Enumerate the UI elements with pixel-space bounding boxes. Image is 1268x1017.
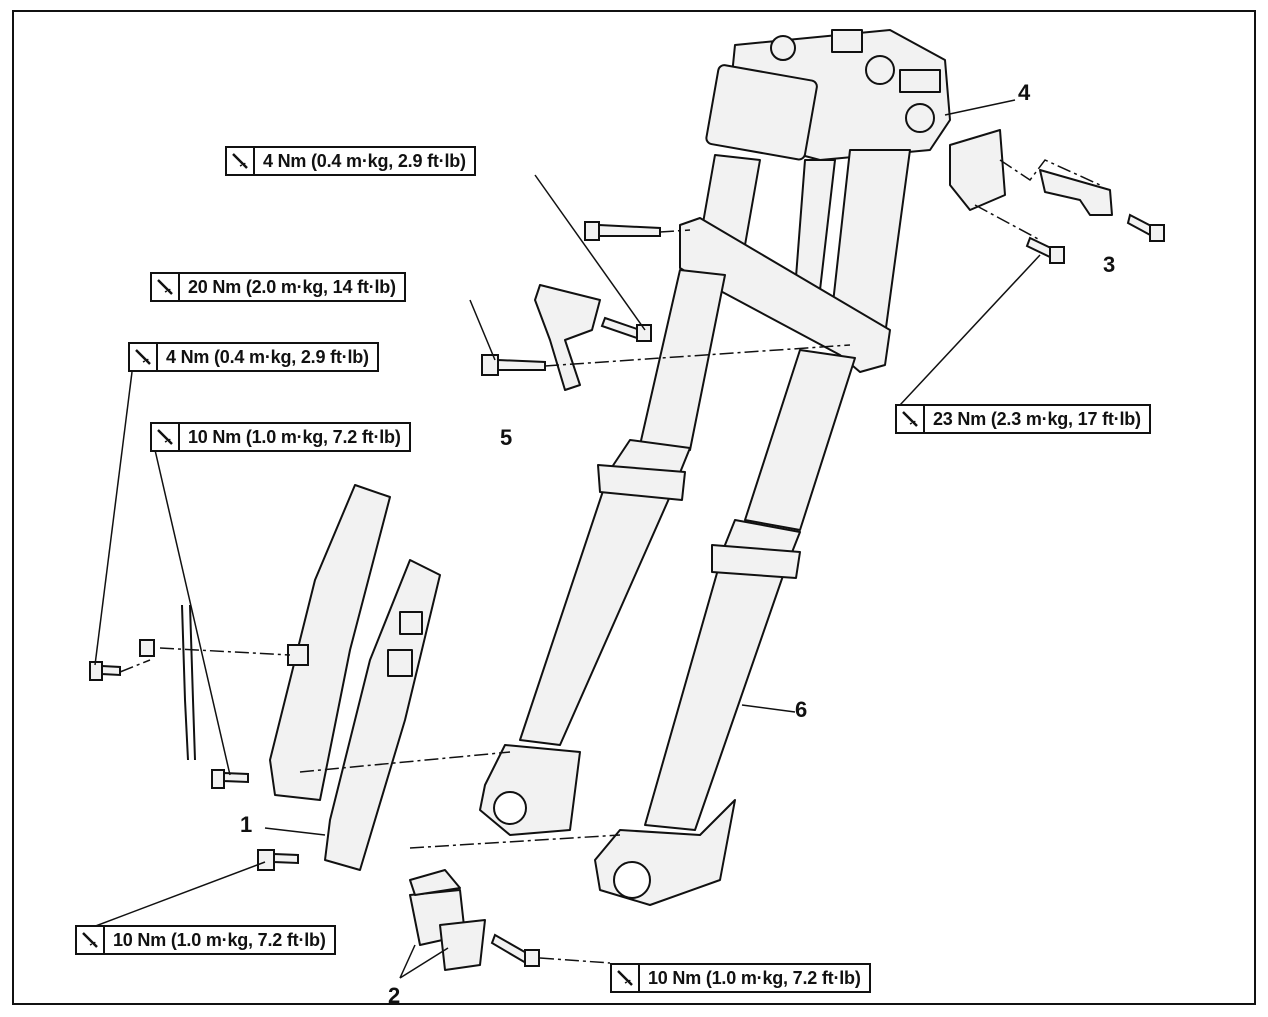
torque-label-10nm-guard: 10 Nm (1.0 m·kg, 7.2 ft·lb) bbox=[150, 422, 411, 452]
left-fork-leg bbox=[744, 349, 856, 531]
right-axle-bracket bbox=[479, 744, 581, 836]
part-number-5: 5 bbox=[500, 425, 513, 450]
part-number-1: 1 bbox=[240, 812, 253, 837]
torque-wrench-icon bbox=[152, 424, 180, 450]
torque-label-10nm-bottom-right: 10 Nm (1.0 m·kg, 7.2 ft·lb) bbox=[610, 963, 871, 993]
torque-label-4nm-lower: 4 Nm (0.4 m·kg, 2.9 ft·lb) bbox=[128, 342, 379, 372]
fork-guard-inner bbox=[324, 559, 441, 871]
torque-value: 23 Nm (2.3 m·kg, 17 ft·lb) bbox=[933, 408, 1141, 429]
torque-value: 10 Nm (1.0 m·kg, 7.2 ft·lb) bbox=[188, 426, 401, 447]
torque-wrench-icon bbox=[130, 344, 158, 370]
torque-label-10nm-bottom-left: 10 Nm (1.0 m·kg, 7.2 ft·lb) bbox=[75, 925, 336, 955]
torque-label-4nm-upper: 4 Nm (0.4 m·kg, 2.9 ft·lb) bbox=[225, 146, 476, 176]
torque-wrench-icon bbox=[612, 965, 640, 991]
torque-value: 4 Nm (0.4 m·kg, 2.9 ft·lb) bbox=[263, 150, 466, 171]
torque-wrench-icon bbox=[152, 274, 180, 300]
diagram-frame bbox=[12, 10, 1256, 1005]
guide-plate-b bbox=[439, 919, 486, 971]
part-number-6: 6 bbox=[795, 697, 808, 722]
part-number-3: 3 bbox=[1103, 252, 1116, 277]
torque-wrench-icon bbox=[227, 148, 255, 174]
torque-value: 20 Nm (2.0 m·kg, 14 ft·lb) bbox=[188, 276, 396, 297]
torque-label-23nm: 23 Nm (2.3 m·kg, 17 ft·lb) bbox=[895, 404, 1151, 434]
torque-value: 4 Nm (0.4 m·kg, 2.9 ft·lb) bbox=[166, 346, 369, 367]
left-fork-slider bbox=[644, 519, 801, 831]
cable-holder bbox=[534, 284, 601, 391]
part-number-2: 2 bbox=[388, 983, 401, 1008]
torque-value: 10 Nm (1.0 m·kg, 7.2 ft·lb) bbox=[113, 929, 326, 950]
torque-value: 10 Nm (1.0 m·kg, 7.2 ft·lb) bbox=[648, 967, 861, 988]
part-number-4: 4 bbox=[1018, 80, 1031, 105]
torque-wrench-icon bbox=[897, 406, 925, 432]
right-fork-leg bbox=[639, 269, 726, 451]
headlight-box bbox=[705, 64, 818, 161]
fork-guard-outer bbox=[269, 484, 391, 801]
handlebar-holder bbox=[1039, 169, 1113, 216]
torque-label-20nm: 20 Nm (2.0 m·kg, 14 ft·lb) bbox=[150, 272, 406, 302]
handlebar-clamp-plate bbox=[949, 129, 1006, 211]
torque-wrench-icon bbox=[77, 927, 105, 953]
